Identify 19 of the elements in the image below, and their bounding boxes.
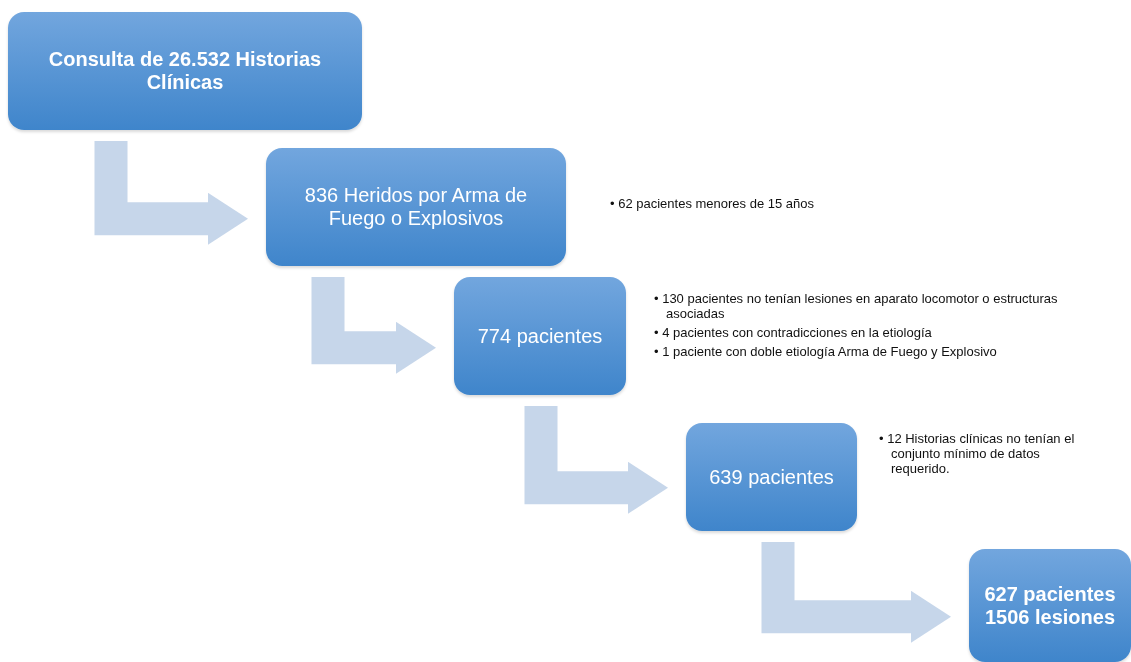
- bent-arrow: [311, 277, 436, 374]
- bullet-note: • 12 Historias clínicas no tenían el conjunto mínimo de datos requerido.: [879, 432, 1076, 477]
- process-box: [969, 549, 1131, 662]
- bullet-note: • 130 pacientes no tenían lesiones en aparato locomotor o estructuras asociadas: [654, 292, 1059, 322]
- bullet-note: • 4 pacientes con contradicciones en la etiología: [654, 325, 933, 341]
- process-box: [454, 277, 626, 395]
- bent-arrow: [94, 141, 248, 245]
- process-box: [266, 148, 566, 266]
- bent-arrow: [524, 406, 668, 514]
- process-box: [686, 423, 857, 531]
- bent-arrow: [761, 542, 951, 643]
- bullet-note: • 62 pacientes menores de 15 años: [610, 197, 816, 212]
- box-label: 639 pacientes: [709, 465, 834, 489]
- box-label: 836 Heridos por Arma de Fuego o Explosivos: [303, 184, 529, 230]
- process-box: [8, 12, 362, 130]
- box-label: Consulta de 26.532 Historias Clínicas: [47, 48, 323, 94]
- bullet-note: • 1 paciente con doble etiología Arma de Fuego y Explosivo: [654, 344, 998, 360]
- box-label: 627 pacientes 1506 lesiones: [983, 582, 1117, 629]
- box-label: 774 pacientes: [477, 324, 603, 348]
